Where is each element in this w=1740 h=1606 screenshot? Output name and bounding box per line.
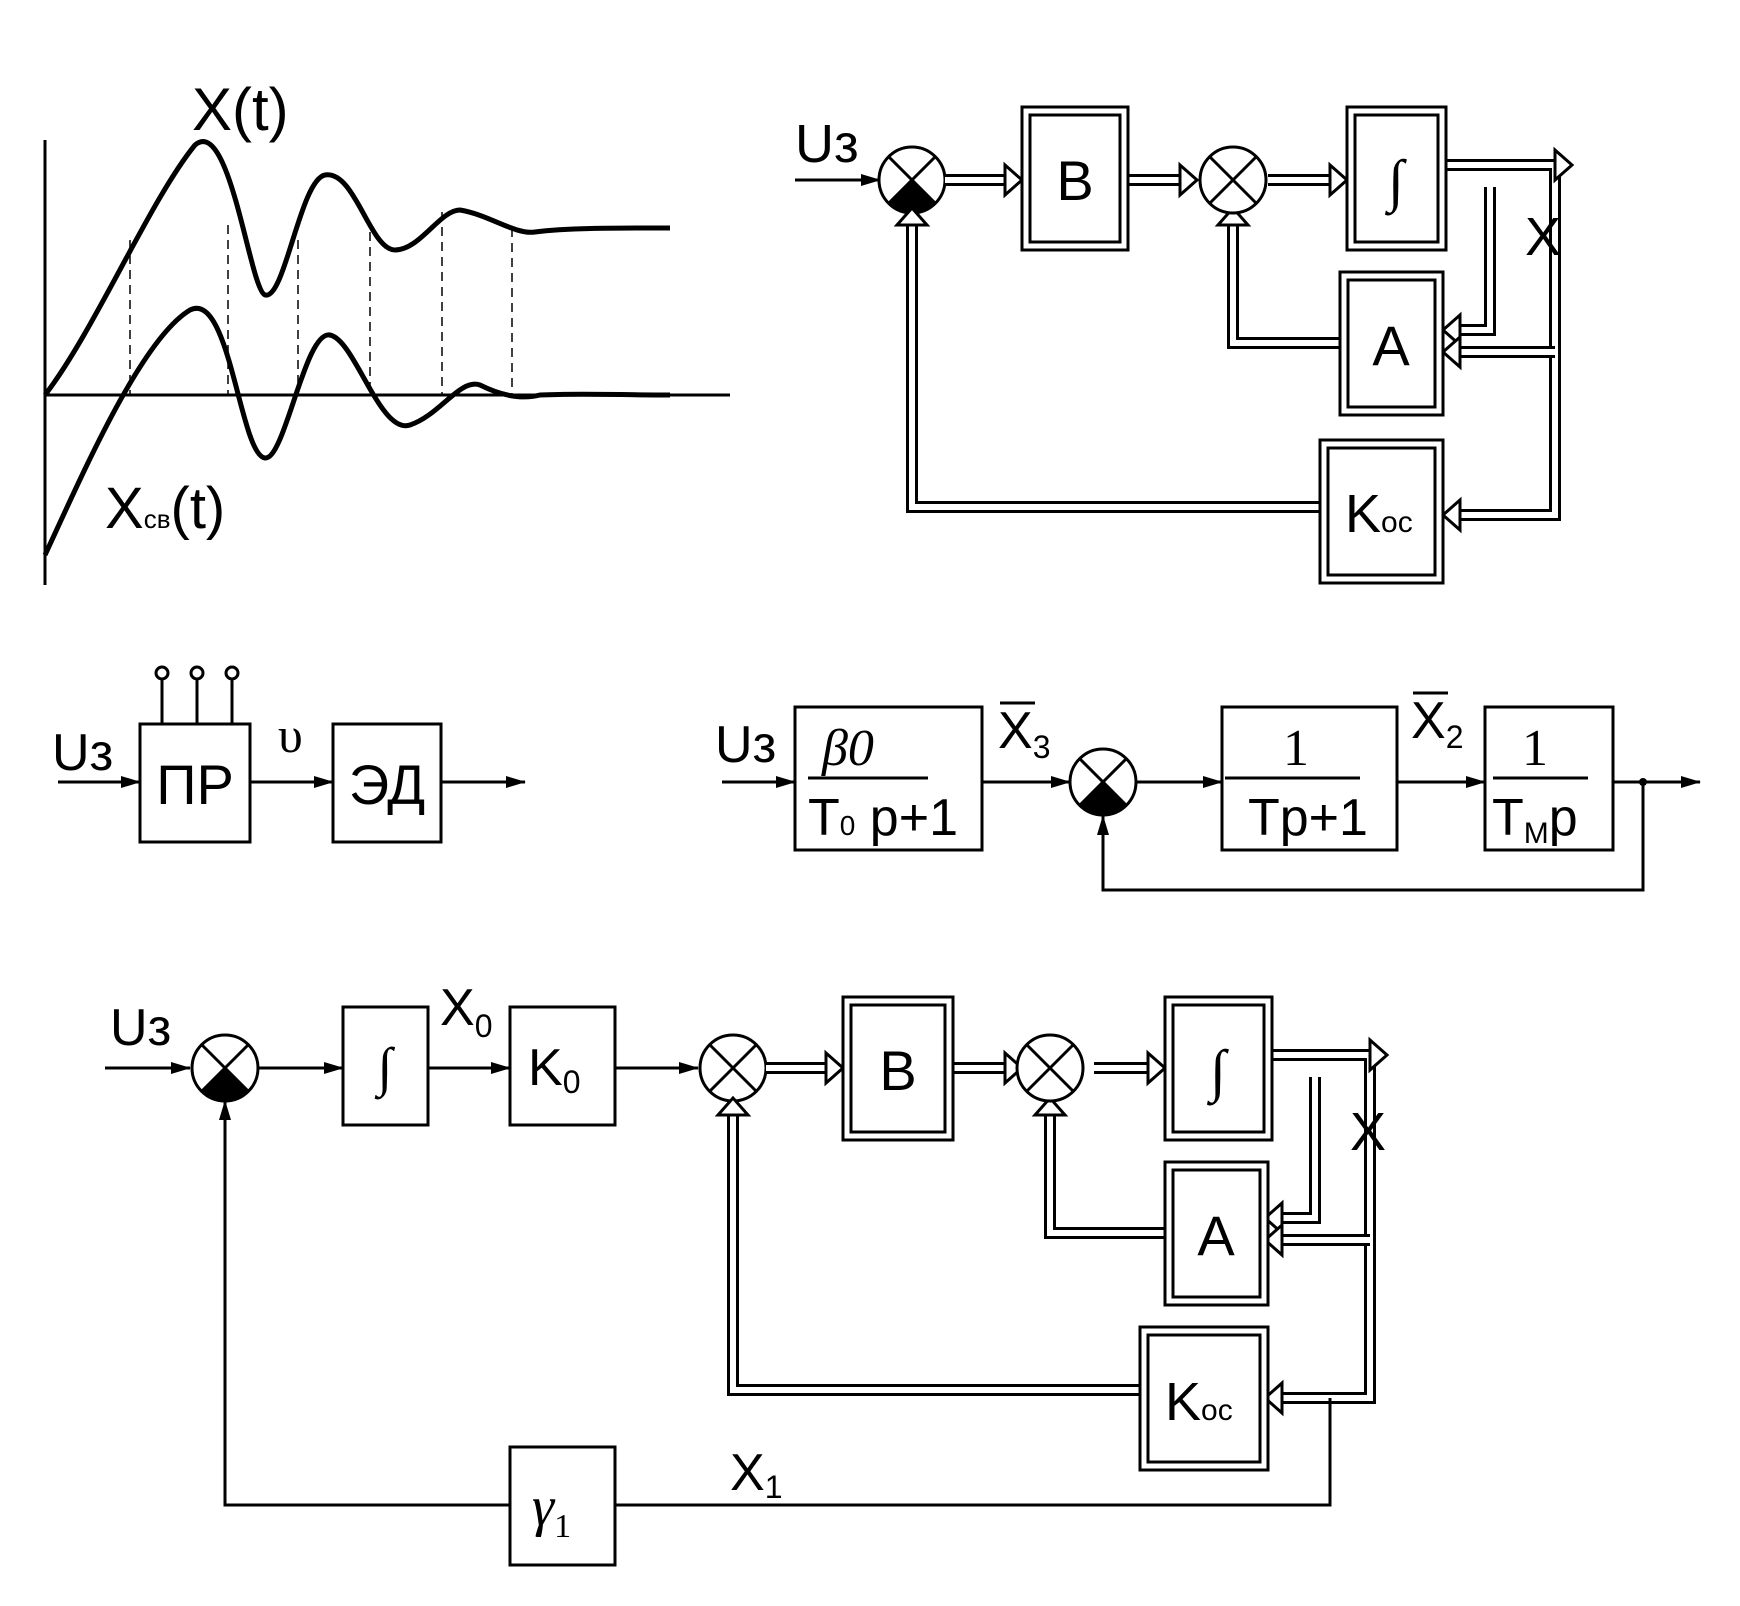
label-u3: Uз [795, 114, 859, 174]
block-diagram-1: Uз В [795, 105, 1575, 585]
feedback-line [1097, 782, 1645, 892]
label-u3: Uз [110, 999, 171, 1057]
svg-text:X3: X3 [998, 702, 1050, 765]
svg-text:β0: β0 [821, 720, 874, 777]
block-b: В [1020, 105, 1130, 252]
block-a: A [1338, 270, 1445, 417]
terminal-pin [224, 665, 240, 681]
block-kos: Kос [1318, 438, 1445, 585]
svg-text:В: В [1056, 149, 1093, 212]
label-x0: X0 [440, 979, 492, 1044]
label-output-x: X [1525, 207, 1561, 267]
svg-text:∫: ∫ [1206, 1038, 1229, 1106]
summing-junction-5 [698, 1033, 768, 1103]
svg-text:Kос: Kос [1345, 484, 1413, 544]
block-integrator: ∫ [1345, 105, 1448, 252]
block-integrator: ∫ [1163, 995, 1274, 1142]
svg-text:T0 p+1: T0 p+1 [808, 789, 958, 847]
block-k0: K0 [508, 1005, 617, 1127]
svg-text:∫: ∫ [1384, 148, 1407, 216]
curve-x-of-t [43, 139, 671, 397]
svg-text:γ1: γ1 [532, 1476, 571, 1545]
feedback-line [615, 1398, 1332, 1507]
block-diagram-3: Uз β0 T0 p+1 X3 1 Tp+1 [715, 691, 1701, 892]
label-x-of-t: X(t) [192, 76, 289, 143]
block-integrator-outer: ∫ [341, 1005, 430, 1127]
block-diagram-4: Uз ∫ X0 K0 [105, 979, 1390, 1567]
terminal-pin [154, 665, 170, 681]
block-tf-tp1: 1 Tp+1 [1220, 705, 1399, 852]
block-kos: Kос [1138, 1325, 1270, 1472]
block-gamma1: γ1 [508, 1445, 617, 1567]
svg-text:Tp+1: Tp+1 [1248, 789, 1368, 847]
transient-graph: X(t) Xсв(t) [42, 76, 730, 585]
block-b: В [841, 995, 955, 1142]
block-tf-tmp: 1 TМp [1483, 705, 1615, 852]
svg-text:A: A [1197, 1204, 1235, 1267]
label-u3: Uз [52, 724, 113, 782]
curve-xcb-of-t [42, 305, 671, 557]
label-x2: X2 [1411, 691, 1463, 755]
label-xcb-of-t: Xсв(t) [105, 476, 225, 541]
label-output-x: X [1350, 1102, 1386, 1162]
svg-text:В: В [879, 1039, 916, 1102]
svg-text:TМp: TМp [1492, 789, 1578, 850]
label-x1: X1 [730, 1444, 782, 1505]
summing-junction-3 [1068, 747, 1138, 817]
block-ed: ЭД [331, 722, 443, 844]
label-upsilon: υ [278, 707, 303, 763]
svg-text:X2: X2 [1411, 692, 1463, 755]
svg-text:∫: ∫ [375, 1037, 396, 1100]
label-x3: X3 [998, 701, 1050, 765]
block-pr: ПР [138, 722, 252, 844]
summing-junction-1 [877, 145, 947, 215]
summing-junction-4 [190, 1033, 260, 1103]
svg-text:1: 1 [1283, 720, 1309, 777]
svg-text:1: 1 [1522, 720, 1548, 777]
summing-junction-2 [1198, 145, 1268, 215]
svg-text:K0: K0 [528, 1039, 580, 1100]
block-tf-beta0: β0 T0 p+1 [793, 705, 984, 852]
terminal-pin [189, 665, 205, 681]
svg-text:ПР: ПР [156, 753, 234, 816]
block-a: A [1163, 1160, 1270, 1307]
svg-text:ЭД: ЭД [349, 753, 425, 816]
label-u3: Uз [715, 716, 776, 774]
feedback-line [219, 1100, 510, 1507]
summing-junction-6 [1015, 1033, 1085, 1103]
svg-text:Kос: Kос [1165, 1372, 1233, 1432]
svg-text:A: A [1372, 314, 1410, 377]
block-diagram-2: Uз ПР υ ЭД [52, 665, 526, 844]
